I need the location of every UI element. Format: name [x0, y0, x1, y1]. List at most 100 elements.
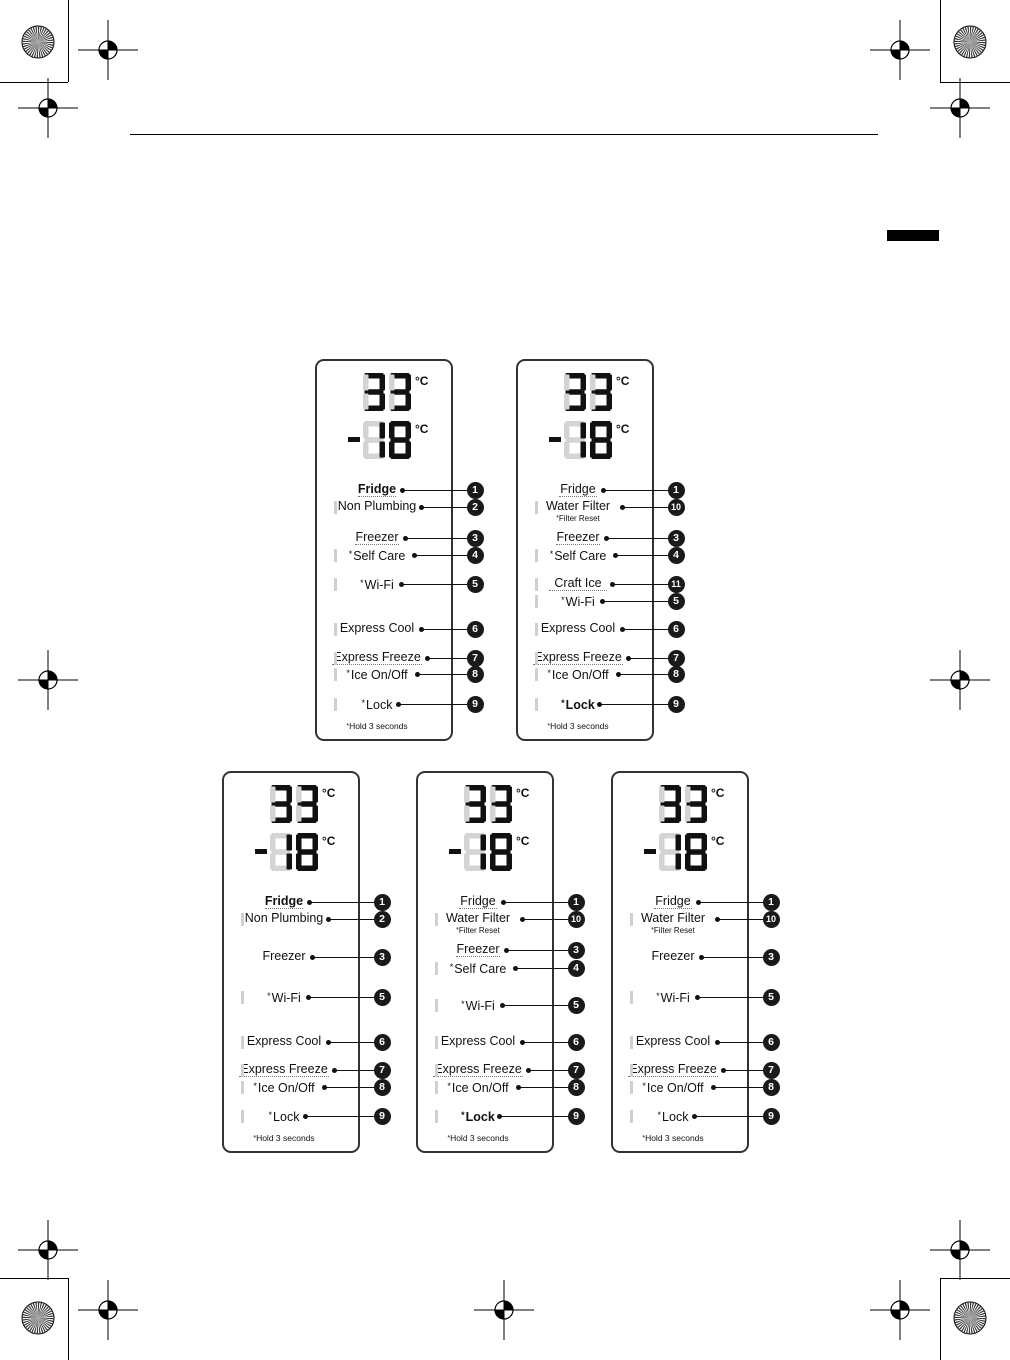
label-text: Water Filter [545, 499, 611, 513]
callout-number-6: 6 [762, 1033, 780, 1051]
registration-mark [18, 78, 78, 138]
asterisk-mark: * [447, 1135, 451, 1142]
callout-number-10: 10 [667, 498, 685, 516]
callout-number-6: 6 [567, 1033, 585, 1051]
label-text: Fridge [357, 482, 397, 496]
button-label-express-freeze: Express Freeze [518, 650, 638, 664]
label-text: Ice On/Off [646, 1081, 704, 1095]
leader-line [701, 957, 763, 958]
leader-line [414, 555, 467, 556]
callout-number-9: 9 [762, 1107, 780, 1125]
crop-mark [940, 0, 941, 82]
label-text: Fridge [460, 894, 496, 908]
leader-line [324, 1087, 374, 1088]
asterisk-mark: * [456, 927, 459, 934]
sub-label-filter-reset: *Filter Reset [518, 514, 638, 523]
leader-line [628, 658, 668, 659]
indicator-bar [630, 1064, 633, 1077]
crop-mark [68, 0, 69, 82]
hold-note-text: Hold 3 seconds [349, 721, 408, 731]
button-label-lock: *Lock [613, 1108, 733, 1124]
button-label-water-filter: Water Filter [518, 499, 638, 513]
asterisk-mark: * [348, 549, 353, 559]
label-text: Freezer [651, 949, 695, 963]
label-text: Lock [662, 1110, 689, 1124]
callout-number-7: 7 [667, 649, 685, 667]
callout-number-8: 8 [373, 1078, 391, 1096]
indicator-bar [241, 1110, 244, 1123]
indicator-bar [435, 962, 438, 975]
indicator-bar [535, 698, 538, 711]
registration-mark [870, 20, 930, 80]
label-text: Wi-Fi [660, 991, 690, 1005]
callout-number-8: 8 [567, 1078, 585, 1096]
leader-line [506, 950, 568, 951]
callout-number-7: 7 [567, 1061, 585, 1079]
button-label-express-cool: Express Cool [418, 1034, 538, 1048]
crop-mark [940, 1278, 1010, 1279]
indicator-bar [334, 501, 337, 514]
indicator-bar [241, 913, 244, 926]
label-text: Fridge [655, 894, 691, 908]
fridge-unit-label: °C [711, 786, 725, 800]
button-label-express-cool: Express Cool [518, 621, 638, 635]
callout-number-1: 1 [466, 481, 484, 499]
callout-number-6: 6 [373, 1033, 391, 1051]
asterisk-mark: * [360, 578, 364, 588]
minus-sign [449, 849, 461, 854]
label-underline [533, 664, 623, 665]
color-target-mark [953, 1301, 987, 1335]
leader-line [502, 1005, 568, 1006]
label-text: Wi-Fi [271, 991, 301, 1005]
callout-number-3: 3 [762, 948, 780, 966]
leader-line [528, 1070, 568, 1071]
leader-line [602, 601, 668, 602]
leader-line [606, 538, 668, 539]
indicator-bar [630, 991, 633, 1004]
asterisk-mark: * [449, 962, 454, 972]
registration-mark [930, 1220, 990, 1280]
indicator-bar [241, 1036, 244, 1049]
indicator-bar [334, 623, 337, 636]
indicator-bar [241, 991, 244, 1004]
callout-number-2: 2 [373, 910, 391, 928]
asterisk-mark: * [447, 1081, 451, 1091]
freezer-temp-digit: 1 [270, 832, 271, 834]
label-text: Lock [273, 1110, 300, 1124]
crop-mark [940, 82, 1010, 83]
asterisk-mark: * [642, 1135, 646, 1142]
freezer-temp-digit: 1 [363, 420, 364, 422]
callout-number-1: 1 [567, 893, 585, 911]
asterisk-mark: * [268, 1110, 273, 1120]
asterisk-mark: * [549, 549, 554, 559]
fridge-temp-digit: 3 [564, 372, 565, 374]
callout-number-6: 6 [667, 620, 685, 638]
callout-number-8: 8 [466, 665, 484, 683]
leader-line [499, 1116, 568, 1117]
language-tab-marker [887, 230, 939, 241]
button-label-fridge: Fridge [317, 482, 437, 496]
registration-mark [930, 650, 990, 710]
asterisk-mark: * [547, 668, 551, 678]
crop-mark [68, 1278, 69, 1360]
freezer-unit-label: °C [616, 422, 630, 436]
label-underline [458, 908, 498, 909]
sub-label-text: Filter Reset [653, 926, 695, 935]
crop-mark [0, 82, 68, 83]
label-underline [332, 664, 422, 665]
label-underline [357, 496, 397, 497]
color-target-mark [953, 25, 987, 59]
label-text: Ice On/Off [350, 668, 408, 682]
freezer-unit-label: °C [322, 834, 336, 848]
leader-line [308, 997, 374, 998]
callout-number-5: 5 [567, 996, 585, 1014]
leader-line [622, 629, 668, 630]
leader-line [713, 1087, 763, 1088]
sub-label-text: Filter Reset [558, 514, 600, 523]
button-label-fridge: Fridge [418, 894, 538, 908]
callout-number-4: 4 [667, 546, 685, 564]
